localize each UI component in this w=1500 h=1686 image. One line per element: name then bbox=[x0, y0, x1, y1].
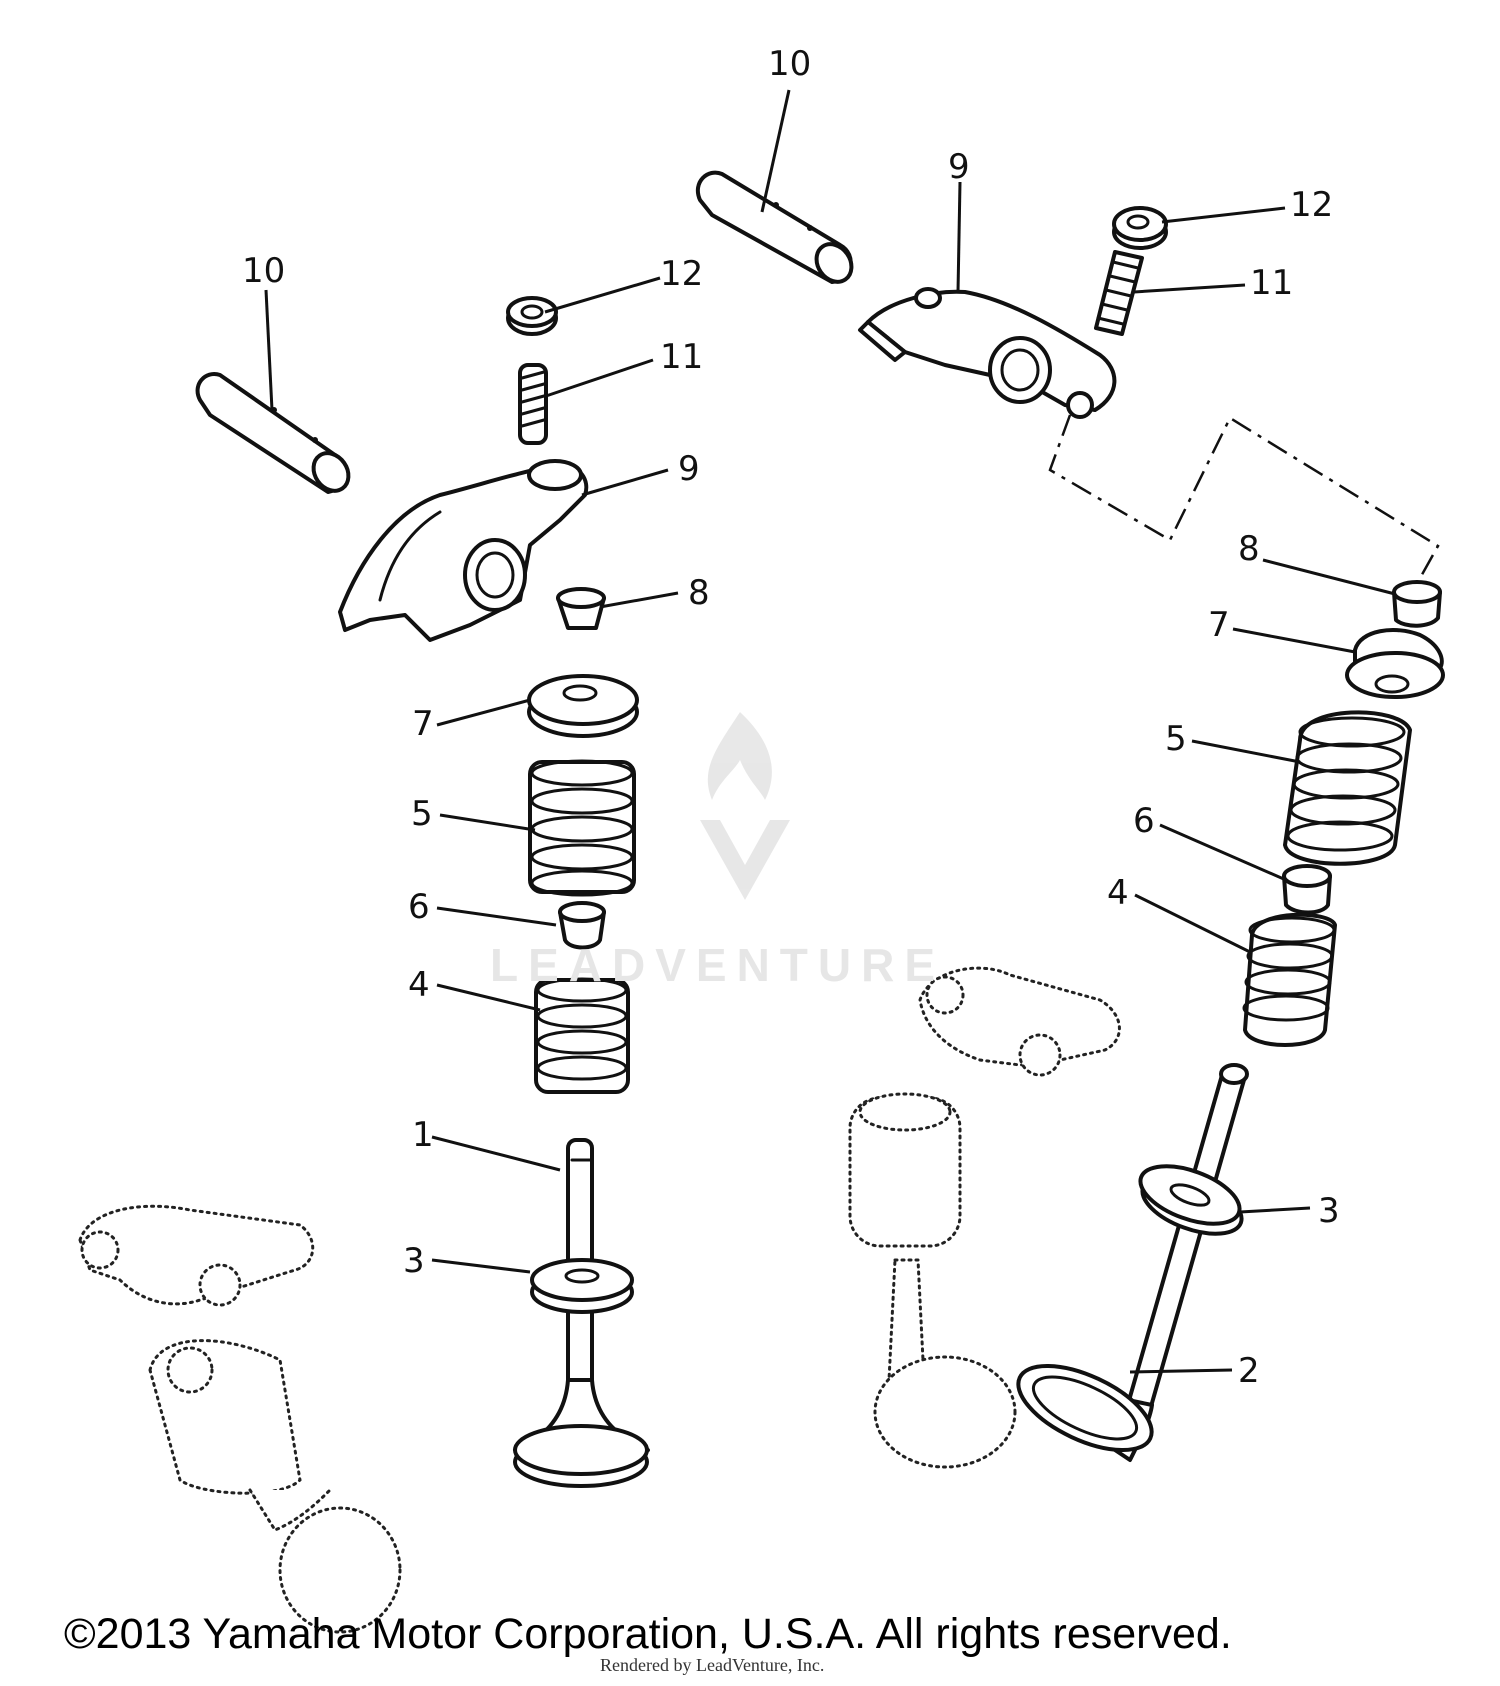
callout-9-left: 9 bbox=[678, 449, 700, 489]
exhaust-valve bbox=[1016, 1063, 1249, 1462]
callout-2: 2 bbox=[1238, 1351, 1260, 1391]
callout-6-right: 6 bbox=[1133, 801, 1155, 841]
callout-5-left: 5 bbox=[411, 794, 433, 834]
spring-retainer-right bbox=[1345, 628, 1445, 699]
spring-seat-right bbox=[1138, 1164, 1244, 1236]
callout-12-right-num: 12 bbox=[1290, 185, 1333, 225]
rendered-by-credit: Rendered by LeadVenture, Inc. bbox=[600, 1655, 825, 1675]
leadventure-logo-watermark bbox=[700, 712, 790, 900]
callout-4-right: 4 bbox=[1107, 873, 1129, 913]
callout-10-top: 10 bbox=[768, 44, 811, 84]
rocker-shaft-left bbox=[195, 372, 351, 494]
leader-lines bbox=[264, 89, 1396, 1374]
callout-5-right: 5 bbox=[1165, 719, 1187, 759]
assembled-view-right bbox=[848, 966, 1121, 1469]
adjust-nut-left bbox=[506, 296, 558, 336]
callout-7-left: 7 bbox=[412, 704, 434, 744]
outer-valve-spring-left bbox=[528, 759, 636, 897]
valve-stem-seal-left bbox=[558, 901, 606, 950]
rocker-arm-right bbox=[858, 287, 1117, 419]
rocker-shaft-right bbox=[696, 170, 854, 284]
assembly-line-right bbox=[1048, 414, 1440, 597]
inner-valve-spring-right bbox=[1242, 912, 1337, 1047]
outer-valve-spring-right bbox=[1283, 710, 1412, 866]
callout-9-right: 9 bbox=[948, 147, 970, 187]
callout-8-right: 8 bbox=[1238, 529, 1260, 569]
callout-7-right: 7 bbox=[1208, 605, 1230, 645]
callout-8-left: 8 bbox=[688, 573, 710, 613]
adjust-screw-left bbox=[518, 363, 548, 445]
assembled-view-left bbox=[78, 1204, 402, 1634]
callout-3-left: 3 bbox=[403, 1241, 425, 1281]
watermark-text: LEADVENTURE bbox=[490, 939, 946, 991]
inner-valve-spring-left bbox=[534, 977, 630, 1094]
callout-10-side: 10 bbox=[242, 251, 285, 291]
callout-4-left: 4 bbox=[408, 965, 430, 1005]
all-callouts: 1 2 3 3 4 4 5 5 6 6 7 7 8 8 9 9 10 10 11… bbox=[242, 44, 1340, 1391]
callout-11-right-num: 11 bbox=[1250, 263, 1293, 303]
callout-12-left-num: 12 bbox=[660, 254, 703, 294]
callout-1: 1 bbox=[412, 1115, 434, 1155]
adjust-screw-right bbox=[1094, 250, 1144, 336]
callout-11-left-num: 11 bbox=[660, 337, 703, 377]
callout-6-left: 6 bbox=[408, 887, 430, 927]
rocker-arm-left bbox=[338, 459, 589, 642]
copyright-notice: ©2013 Yamaha Motor Corporation, U.S.A. A… bbox=[64, 1610, 1232, 1658]
callout-3-right: 3 bbox=[1318, 1191, 1340, 1231]
intake-valve bbox=[513, 1138, 650, 1488]
valve-cotter-left bbox=[556, 587, 606, 630]
valve-cotter-right bbox=[1392, 580, 1442, 628]
spring-retainer-left bbox=[527, 674, 639, 738]
valve-stem-seal-right bbox=[1282, 864, 1332, 915]
spring-seat-left bbox=[530, 1258, 634, 1314]
adjust-nut-right bbox=[1112, 206, 1168, 250]
